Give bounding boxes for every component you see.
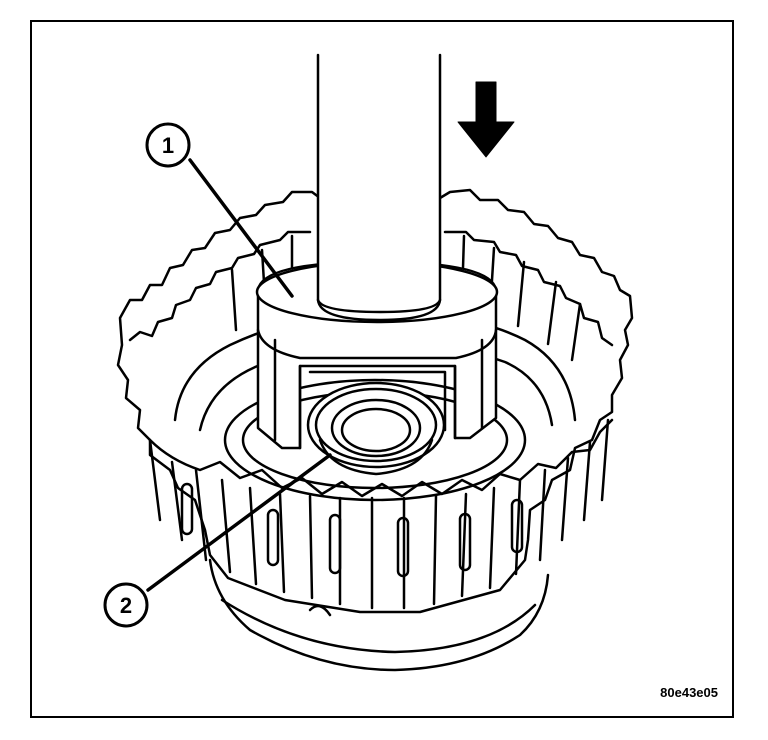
driver-handle: [316, 53, 442, 322]
figure-id-label: 80e43e05: [660, 685, 718, 700]
callout-2-number: 2: [120, 593, 132, 618]
callout-2: 2: [103, 582, 149, 628]
callout-2-leader: [146, 453, 332, 592]
callout-1: 1: [145, 122, 191, 168]
down-arrow: [457, 81, 515, 158]
seal-bearing: [306, 381, 446, 476]
callout-1-number: 1: [162, 133, 174, 158]
callout-1-leader: [188, 158, 294, 298]
